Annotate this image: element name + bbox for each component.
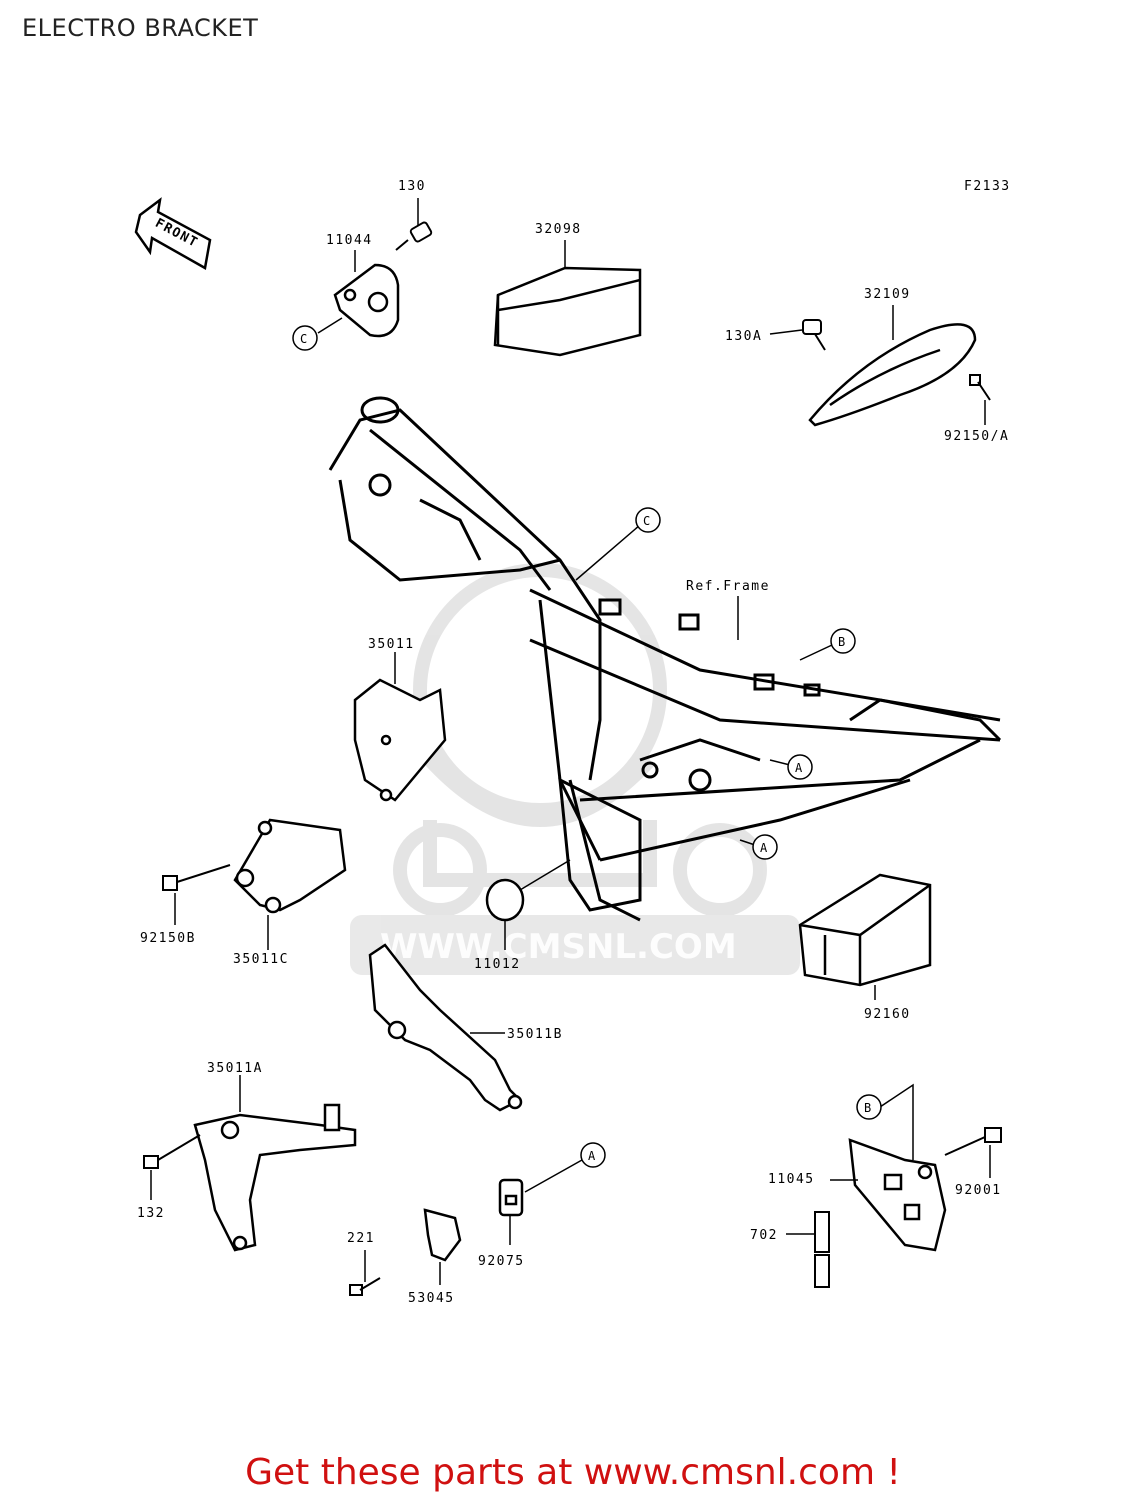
label-92160: 92160 <box>864 1007 911 1022</box>
footer-link[interactable]: Get these parts at www.cmsnl.com ! <box>245 1452 901 1493</box>
label-35011a: 35011A <box>207 1061 263 1076</box>
label-92001: 92001 <box>955 1183 1002 1198</box>
label-32098: 32098 <box>535 222 582 237</box>
guard-32109-icon <box>808 305 977 427</box>
cover-32098-icon <box>493 240 642 357</box>
label-130a: 130A <box>725 329 762 344</box>
label-11012: 11012 <box>474 957 521 972</box>
bracket-35011a-icon <box>193 1075 357 1252</box>
svg-text:B: B <box>838 635 845 649</box>
grommet-11012-icon <box>485 859 571 950</box>
label-11044: 11044 <box>326 233 373 248</box>
svg-text:C: C <box>300 332 307 346</box>
callout-c-frame: C <box>575 507 661 581</box>
label-53045: 53045 <box>408 1291 455 1306</box>
svg-text:B: B <box>864 1101 871 1115</box>
label-35011: 35011 <box>368 637 415 652</box>
bolt-92150b-icon <box>162 864 231 925</box>
label-92150a: 92150/A <box>944 429 1009 444</box>
callout-c-top: C <box>292 317 343 351</box>
svg-text:A: A <box>588 1149 596 1163</box>
screw-221-icon <box>349 1250 381 1296</box>
svg-text:A: A <box>795 761 803 775</box>
label-130: 130 <box>398 179 426 194</box>
label-92075: 92075 <box>478 1254 525 1269</box>
collar-702-icon <box>786 1211 830 1288</box>
clip-53045-icon <box>423 1208 462 1285</box>
parts-diagram: WWW.CMSNL.COM FRONT F2133 130 11044 C 32… <box>134 179 1011 1306</box>
pin-92150a-icon <box>969 374 991 425</box>
callout-a-frame-1: A <box>769 754 813 780</box>
bracket-11044-icon <box>333 250 400 338</box>
label-32109: 32109 <box>864 287 911 302</box>
label-92150b: 92150B <box>140 931 196 946</box>
svg-text:C: C <box>643 514 650 528</box>
bolt-92001-icon <box>944 1127 1002 1178</box>
label-35011b: 35011B <box>507 1027 563 1042</box>
figure-code: F2133 <box>964 179 1011 194</box>
bolt-130a-icon <box>769 319 826 351</box>
battery-case-92160-icon <box>798 873 932 1000</box>
page-title: ELECTRO BRACKET <box>22 14 259 42</box>
bolt-132-icon <box>143 1134 201 1200</box>
callout-a-frame-2: A <box>739 834 778 860</box>
svg-text:A: A <box>760 841 768 855</box>
bracket-35011b-icon <box>368 943 523 1112</box>
bracket-35011-icon <box>353 652 447 802</box>
callout-b-frame: B <box>799 628 856 661</box>
callout-b-bottom: B <box>856 1083 914 1160</box>
label-132: 132 <box>137 1206 165 1221</box>
label-11045: 11045 <box>768 1172 815 1187</box>
label-35011c: 35011C <box>233 952 289 967</box>
plate-11045-icon <box>830 1138 947 1252</box>
bolt-130-icon <box>395 198 433 251</box>
front-arrow-icon <box>134 197 212 270</box>
damper-92075-icon <box>498 1178 524 1245</box>
callout-a-bottom: A <box>524 1142 606 1193</box>
ref-frame-label: Ref.Frame <box>686 579 770 594</box>
label-221: 221 <box>347 1231 375 1246</box>
label-702: 702 <box>750 1228 778 1243</box>
bracket-35011c-icon <box>233 818 347 950</box>
watermark-text: WWW.CMSNL.COM <box>380 927 737 967</box>
frame-icon <box>328 396 1002 922</box>
